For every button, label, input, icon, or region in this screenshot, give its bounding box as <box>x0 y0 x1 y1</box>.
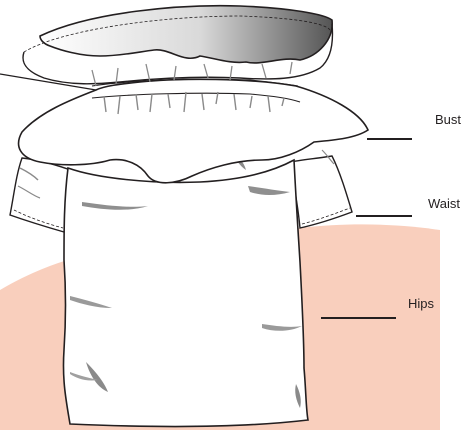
bust-label: Bust <box>435 113 461 126</box>
right-sleeve <box>290 150 352 228</box>
waist-label: Waist <box>428 197 460 210</box>
top-ruffle <box>23 6 333 86</box>
hips-label: Hips <box>408 297 434 310</box>
dress-body <box>63 150 308 427</box>
